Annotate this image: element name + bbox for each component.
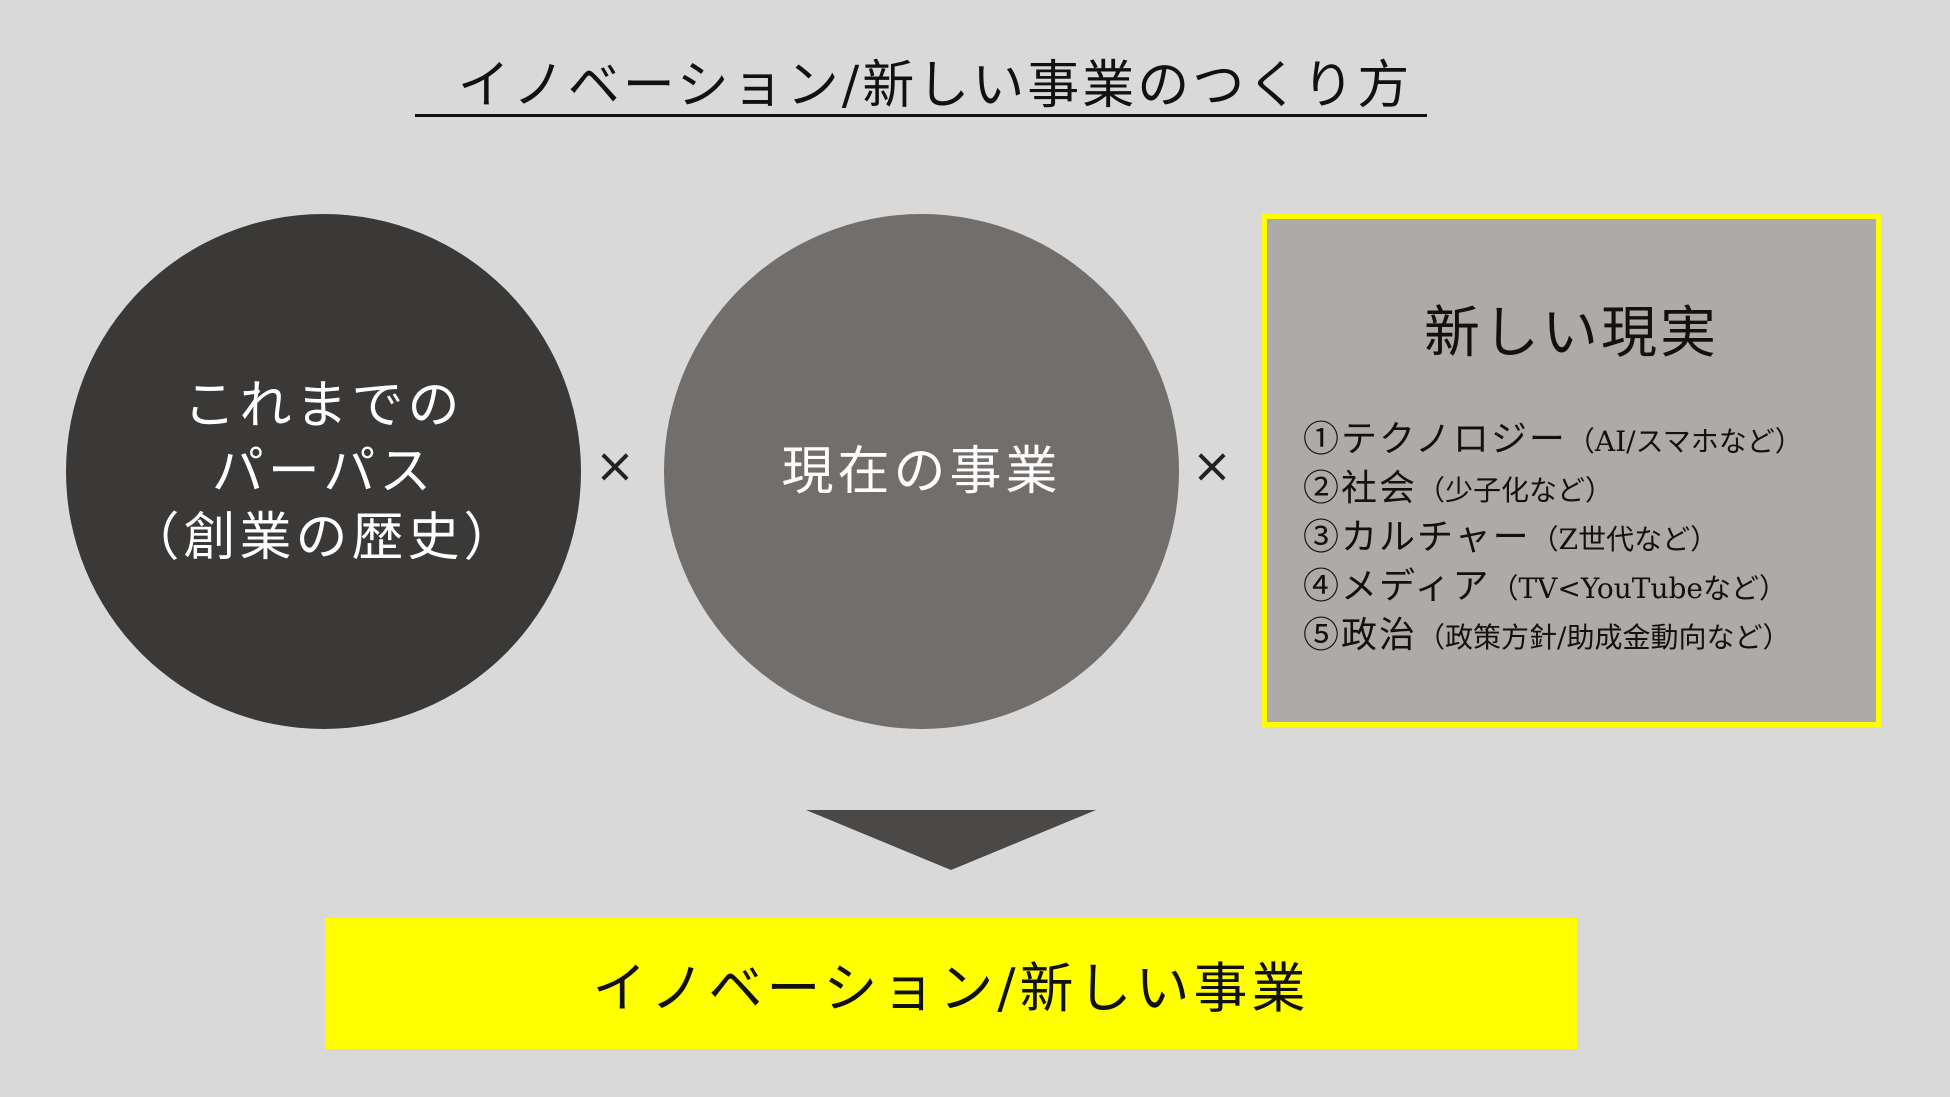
past-purpose-line-3: （創業の歴史） [127, 507, 520, 568]
reality-item-media: ④メディア（TV<YouTubeなど） [1303, 562, 1873, 611]
reality-item-technology: ①テクノロジー（AI/スマホなど） [1303, 415, 1873, 464]
current-business-label: 現在の事業 [781, 441, 1062, 502]
reality-item-politics: ⑤政治（政策方針/助成金動向など） [1303, 611, 1873, 660]
reality-item-note: （Z世代など） [1530, 523, 1719, 556]
past-purpose-circle: これまでの パーパス （創業の歴史） [66, 214, 581, 729]
multiply-sign-2: × [1191, 438, 1233, 494]
down-triangle-icon [806, 810, 1096, 870]
multiply-sign-1: × [594, 438, 636, 494]
past-purpose-line-1: これまでの [183, 375, 464, 436]
reality-item-label: ③カルチャー [1303, 517, 1531, 558]
reality-item-culture: ③カルチャー（Z世代など） [1303, 513, 1873, 562]
reality-item-note: （TV<YouTubeなど） [1490, 572, 1787, 605]
reality-item-label: ①テクノロジー [1303, 419, 1567, 460]
current-business-circle: 現在の事業 [664, 214, 1179, 729]
reality-item-note: （少子化など） [1417, 474, 1614, 507]
page-title: イノベーション/新しい事業のつくり方 [457, 56, 1413, 116]
new-reality-title: 新しい現実 [1424, 301, 1719, 366]
new-reality-list: ①テクノロジー（AI/スマホなど） ②社会（少子化など） ③カルチャー（Z世代な… [1303, 415, 1873, 660]
new-reality-box: 新しい現実 ①テクノロジー（AI/スマホなど） ②社会（少子化など） ③カルチャ… [1262, 214, 1881, 727]
past-purpose-line-2: パーパス [211, 441, 436, 502]
title-underline [415, 114, 1427, 117]
reality-item-label: ④メディア [1303, 566, 1491, 607]
reality-item-note: （政策方針/助成金動向など） [1417, 621, 1791, 654]
reality-item-label: ②社会 [1303, 468, 1418, 509]
reality-item-society: ②社会（少子化など） [1303, 464, 1873, 513]
innovation-result-box: イノベーション/新しい事業 [325, 918, 1577, 1049]
reality-item-label: ⑤政治 [1303, 615, 1418, 656]
reality-item-note: （AI/スマホなど） [1566, 425, 1803, 458]
